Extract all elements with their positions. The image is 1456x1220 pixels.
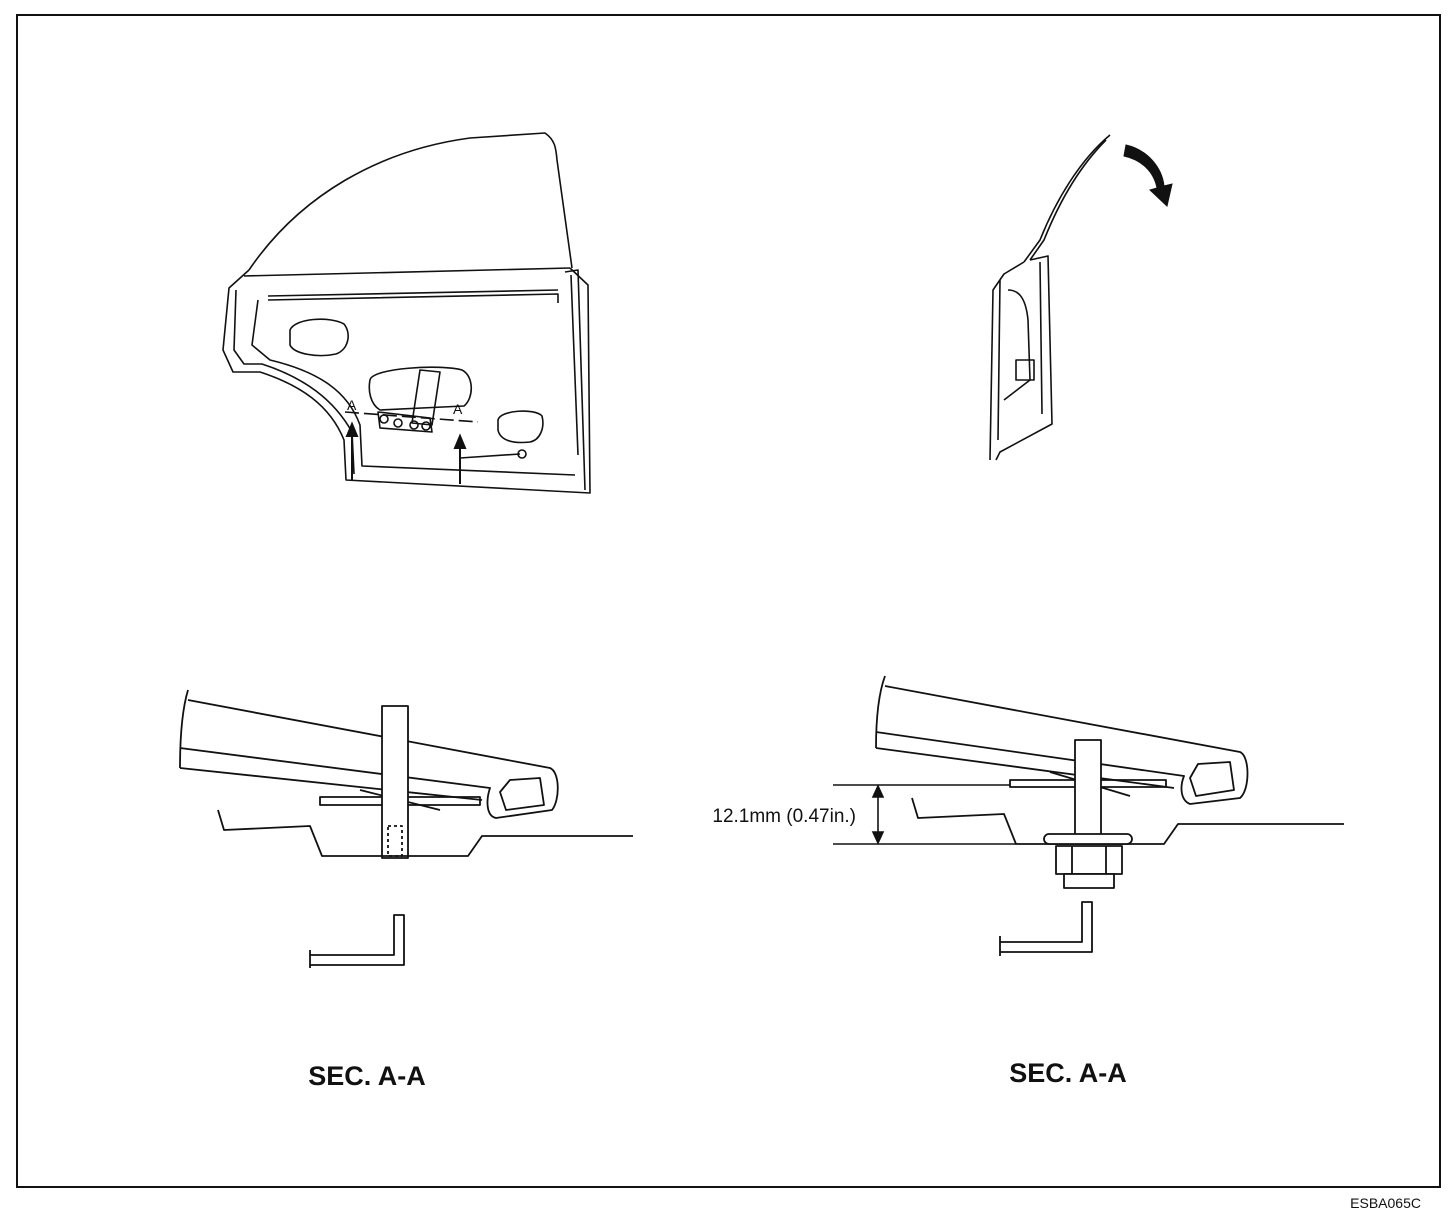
section-view-left <box>179 689 633 968</box>
section-arrows <box>345 421 467 484</box>
dimension-marker <box>833 784 1016 845</box>
section-label-right: SEC. A-A <box>1009 1058 1127 1088</box>
door-edge-view <box>989 134 1111 461</box>
section-marker-left: A <box>347 397 357 413</box>
section-label-left: SEC. A-A <box>308 1061 426 1091</box>
rotation-arrow-icon <box>1123 144 1173 207</box>
dimension-label: 12.1mm (0.47in.) <box>712 806 856 827</box>
section-view-right <box>875 675 1344 956</box>
section-marker-right: A <box>453 401 463 417</box>
figure-code: ESBA065C <box>1350 1195 1421 1211</box>
diagram-frame <box>16 14 1441 1188</box>
rear-door-panel <box>222 132 591 494</box>
